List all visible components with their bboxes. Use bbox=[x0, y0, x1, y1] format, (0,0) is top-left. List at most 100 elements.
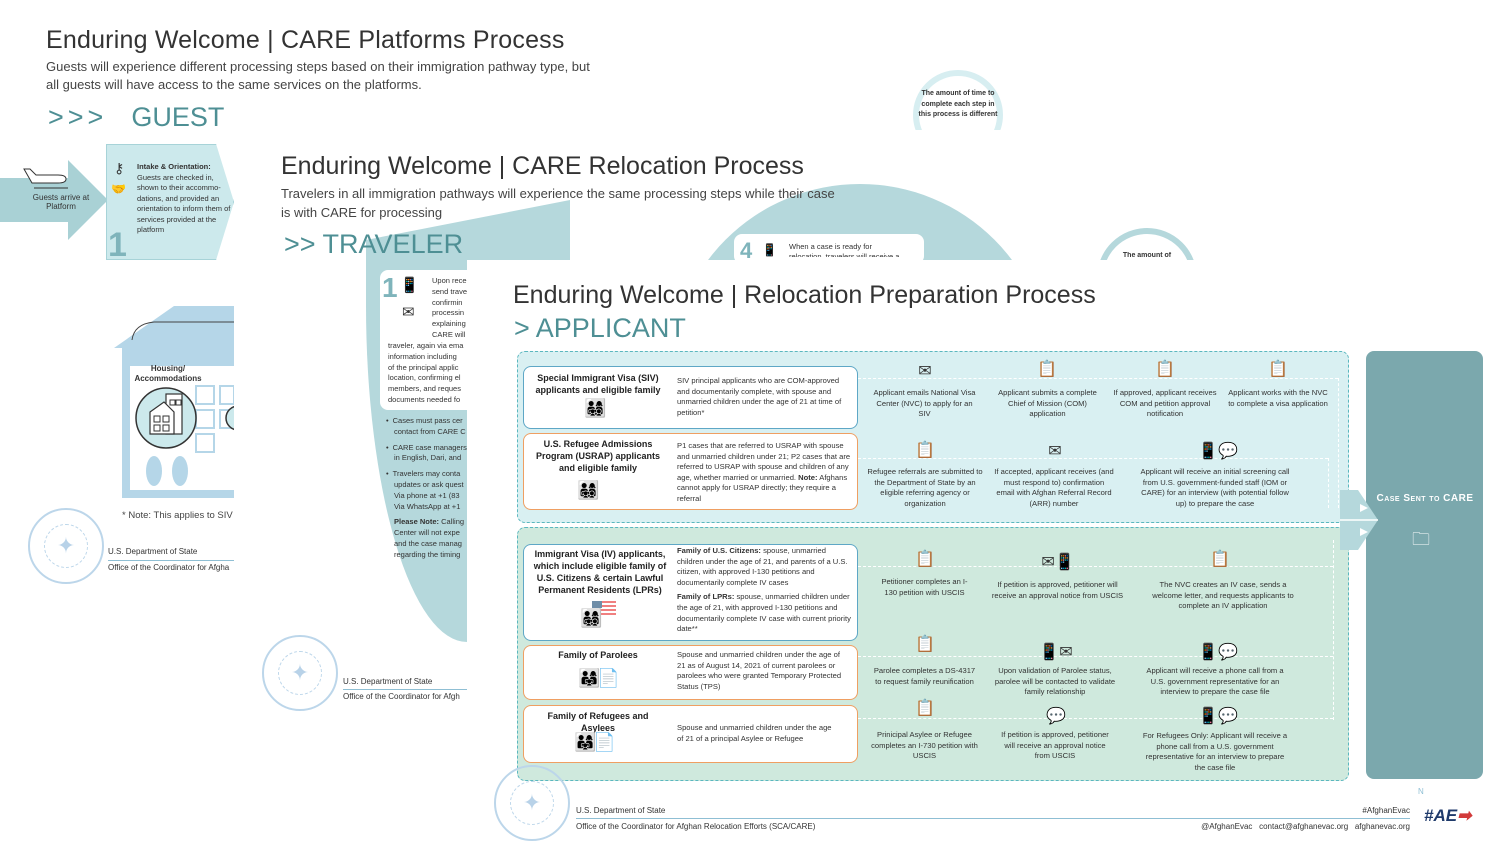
flow-line bbox=[858, 378, 1338, 379]
handshake-icon: 🤝 bbox=[111, 182, 126, 196]
category-description: Spouse and unmarried children under the … bbox=[677, 650, 842, 691]
platforms-title: Enduring Welcome | CARE Platforms Proces… bbox=[46, 26, 565, 54]
family-icon: 👨‍👩‍👧‍👦 bbox=[577, 480, 599, 500]
process-step: Parolee completes a DS-4317 to request f… bbox=[873, 666, 976, 686]
flow-line bbox=[858, 566, 1333, 567]
category-siv bbox=[523, 366, 858, 429]
category-refugees-asylees bbox=[523, 705, 858, 763]
key-icon: ⚷ bbox=[114, 160, 125, 176]
step1-text-continued: traveler, again via ema information incl… bbox=[388, 341, 467, 406]
email-icon: ✉ bbox=[1048, 443, 1062, 460]
clipboard-pen-icon: 📋 bbox=[915, 700, 935, 717]
clock-icon-2 bbox=[1097, 228, 1197, 260]
clipboard-pen-icon: 📋 bbox=[915, 442, 935, 459]
iv-citizens-label: Family of U.S. Citizens: bbox=[677, 546, 761, 555]
step1-line: CARE will bbox=[432, 329, 466, 339]
footer-org: U.S. Department of State bbox=[343, 677, 433, 686]
usrap-note-label: Note: bbox=[798, 472, 818, 482]
traveler-label: >> TRAVELER bbox=[284, 229, 464, 259]
please-note: Please Note: Calling Center will not exp… bbox=[386, 517, 467, 560]
family-icon: 👨‍👩‍👧‍👦 bbox=[584, 398, 606, 418]
family-icon: 👨‍👩‍👧‍👦 bbox=[580, 608, 602, 628]
step1-line: Upon rece bbox=[432, 276, 467, 285]
step4-text: When a case is ready for relocation, tra… bbox=[789, 242, 899, 257]
step1-line: information including bbox=[388, 351, 457, 361]
relocation-subtitle: Travelers in all immigration pathways wi… bbox=[281, 186, 835, 220]
step1-card bbox=[380, 270, 467, 410]
iv-lpr-label: Family of LPRs: bbox=[677, 592, 735, 602]
step4-number: 4 bbox=[740, 238, 753, 263]
clock-text-2: The amount of bbox=[1122, 252, 1172, 259]
please-note-line: regarding the timing bbox=[394, 549, 461, 559]
intake-heading: Intake & Orientation: bbox=[137, 162, 211, 171]
department-seal-icon: ✦ bbox=[262, 635, 338, 711]
please-note-line: and the case manag bbox=[394, 538, 462, 548]
clipboard-pen-icon: 📋 bbox=[1037, 361, 1057, 378]
step1-text: Upon rece send trave confirmin processin… bbox=[432, 276, 467, 341]
category-description: SIV principal applicants who are COM-app… bbox=[677, 376, 842, 417]
process-step: If accepted, applicant receives (and mus… bbox=[994, 467, 1114, 508]
usrap-desc: P1 cases that are referred to USRAP with… bbox=[677, 441, 851, 482]
process-step: Applicant submits a complete Chief of Mi… bbox=[998, 388, 1097, 419]
category-usrap bbox=[523, 433, 858, 510]
process-step: The NVC creates an IV case, sends a welc… bbox=[1152, 580, 1294, 611]
bullet-line: contact from CARE C bbox=[394, 426, 466, 436]
intake-step-card bbox=[106, 144, 234, 260]
logo-text: #AE bbox=[1424, 806, 1458, 825]
process-step: If petition is approved, petitioner will… bbox=[991, 580, 1124, 600]
please-note-line: Calling bbox=[439, 517, 465, 527]
category-name: U.S. Refugee Admissions Program (USRAP) … bbox=[535, 439, 661, 473]
please-note-label: Please Note: bbox=[394, 517, 440, 527]
category-iv bbox=[523, 544, 858, 641]
flow-line bbox=[1333, 540, 1334, 720]
phone-chat-icon: 📱💬 bbox=[1198, 708, 1238, 725]
step4-card bbox=[734, 234, 924, 264]
email-icon: ✉ bbox=[918, 363, 932, 380]
step1-line: members, and reques bbox=[388, 384, 461, 394]
process-step: For Refugees Only: Applicant will receiv… bbox=[1142, 731, 1288, 772]
guest-section-label: >>>GUEST bbox=[48, 102, 224, 133]
footer-office: Office of the Coordinator for Afgh bbox=[343, 692, 460, 701]
merge-arrow bbox=[1340, 490, 1378, 550]
clipboard-pen-icon: 📋 bbox=[1210, 551, 1230, 568]
bullet-line: in English, Dari, and bbox=[394, 453, 462, 463]
clipboard-pen-icon: 📋 bbox=[915, 636, 935, 653]
step1-number: 1 bbox=[382, 272, 398, 303]
footer-divider bbox=[343, 689, 467, 690]
chat-icon: 💬 bbox=[1046, 708, 1066, 725]
iv-lpr-desc: spouse, unmarried children under the age… bbox=[677, 592, 851, 634]
contact-links: @AfghanEvac contact@afghanevac.org afgha… bbox=[1201, 822, 1410, 831]
usrap-note: Afghans cannot apply for USRAP directly;… bbox=[677, 472, 848, 503]
phone-email-icon: 📱✉ bbox=[1039, 644, 1073, 661]
category-name: Family of Parolees bbox=[558, 650, 638, 660]
iv-citizens-desc: spouse, unmarried children under the age… bbox=[677, 546, 848, 587]
step1-line: documents needed fo bbox=[388, 394, 461, 404]
bullet-line: Cases must pass cer bbox=[392, 416, 463, 425]
email-icon: ✉ bbox=[402, 304, 415, 321]
intake-description: Guests are checked in, shown to their ac… bbox=[137, 172, 231, 235]
flow-line bbox=[1328, 458, 1329, 508]
applicant-label: > APPLICANT bbox=[514, 313, 686, 343]
step1-line: confirmin bbox=[432, 297, 463, 307]
afghan-evac-logo: #AE➡ bbox=[1424, 806, 1472, 825]
step1-line: traveler, again via ema bbox=[388, 341, 464, 350]
step1-line: processin bbox=[432, 308, 465, 318]
step4-line2: relocation, travelers will receive a bbox=[789, 252, 900, 257]
process-step: Petitioner completes an I-130 petition w… bbox=[881, 577, 968, 597]
process-step: If petition is approved, petitioner will… bbox=[1001, 730, 1109, 761]
footer-office: Office of the Coordinator for Afghan Rel… bbox=[576, 822, 816, 831]
clock-text: The amount of time to complete each step… bbox=[918, 90, 998, 118]
platforms-subtitle: Guests will experience different process… bbox=[46, 59, 590, 92]
bullet-line: updates or ask quest bbox=[394, 479, 464, 489]
flow-line bbox=[858, 656, 1333, 657]
step4-line1: When a case is ready for bbox=[789, 242, 872, 251]
category-name: Family of Refugees and Asylees bbox=[547, 711, 649, 733]
footer-org: U.S. Department of State bbox=[108, 547, 198, 556]
case-sent-label: Case Sent to CARE bbox=[1376, 493, 1474, 504]
step1-line: explaining bbox=[432, 319, 466, 329]
family-documents-icon: 👨‍👩‍👧📄 bbox=[574, 732, 616, 752]
step1-line: of the principal applic bbox=[388, 362, 459, 372]
flow-line bbox=[858, 718, 1333, 719]
